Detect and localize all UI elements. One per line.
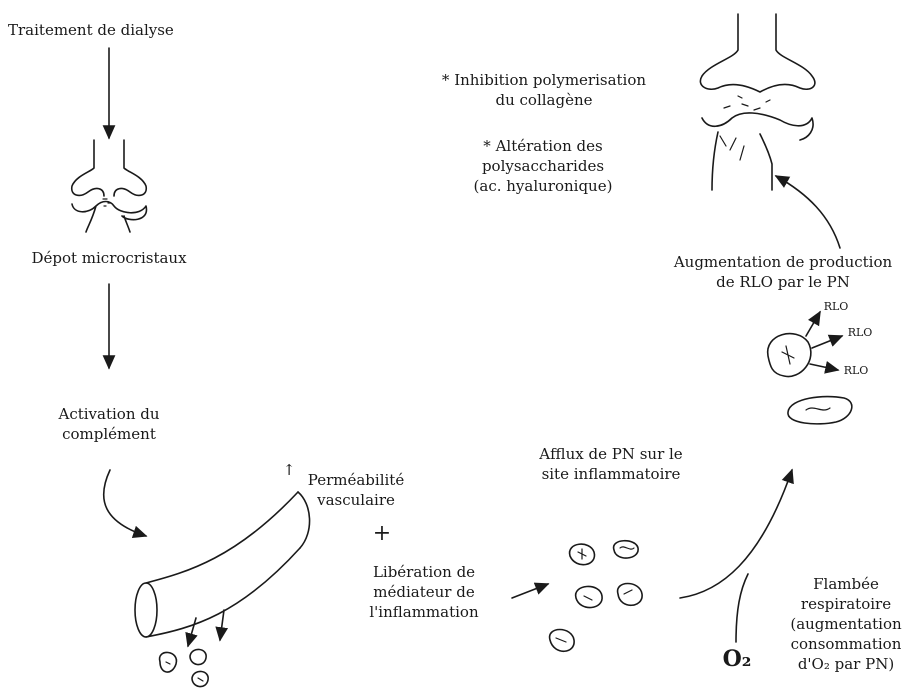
label-activation-complement: Activation du complément [14, 404, 204, 444]
label-o2: O₂ [716, 648, 758, 670]
label-alteration-polysaccharides: * Altération des polysaccharides (ac. hy… [430, 136, 656, 196]
label-augmentation-line-1: Augmentation de production [650, 252, 916, 272]
pn-cells-sketch [550, 541, 643, 652]
label-activation-line-2: complément [14, 424, 204, 444]
label-alteration-line-2: polysaccharides [430, 156, 656, 176]
label-flambee-line-4: consommation [776, 634, 916, 654]
label-liberation-mediateur: Libération de médiateur de l'inflammatio… [352, 562, 496, 622]
vessel-sketch [135, 492, 310, 687]
label-flambee-line-2: respiratoire [776, 594, 916, 614]
label-afflux-line-2: site inflammatoire [516, 464, 706, 484]
label-liberation-line-1: Libération de [352, 562, 496, 582]
label-inhibition-line-1: * Inhibition polymerisation [412, 70, 676, 90]
label-afflux-line-1: Afflux de PN sur le [516, 444, 706, 464]
label-flambee-respiratoire: Flambée respiratoire (augmentation conso… [776, 574, 916, 674]
label-dialyse: Traitement de dialyse [8, 20, 174, 40]
label-depot-microcristaux: Dépot microcristaux [14, 248, 204, 268]
label-alteration-line-1: * Altération des [430, 136, 656, 156]
arrow-activation-to-vessel [104, 470, 146, 536]
label-inhibition-line-2: du collagène [412, 90, 676, 110]
joint-sketch-small [72, 140, 147, 232]
arrow-to-damaged-joint [776, 176, 840, 248]
plus-sign: + [370, 523, 394, 545]
rlo-label-2: RLO [846, 326, 874, 339]
rlo-label-3: RLO [842, 364, 870, 377]
label-alteration-line-3: (ac. hyaluronique) [430, 176, 656, 196]
label-permeabilite-line-2: vasculaire [296, 490, 416, 510]
label-augmentation-line-2: de RLO par le PN [650, 272, 916, 292]
label-inhibition-collagene: * Inhibition polymerisation du collagène [412, 70, 676, 110]
label-flambee-line-5: d'O₂ par PN) [776, 654, 916, 674]
pn-rlo-sketch [768, 312, 852, 424]
arrow-to-cells [512, 584, 548, 598]
o2-feed-line [736, 574, 748, 642]
label-liberation-line-3: l'inflammation [352, 602, 496, 622]
label-activation-line-1: Activation du [14, 404, 204, 424]
rlo-label-1: RLO [822, 300, 850, 313]
label-flambee-line-1: Flambée [776, 574, 916, 594]
label-permeabilite-line-1: Perméabilité [296, 470, 416, 490]
label-afflux-pn: Afflux de PN sur le site inflammatoire [516, 444, 706, 484]
label-augmentation-rlo: Augmentation de production de RLO par le… [650, 252, 916, 292]
label-liberation-line-2: médiateur de [352, 582, 496, 602]
label-permeabilite-vasculaire: Perméabilité vasculaire [296, 470, 416, 510]
label-flambee-line-3: (augmentation [776, 614, 916, 634]
joint-sketch-large [700, 14, 815, 190]
